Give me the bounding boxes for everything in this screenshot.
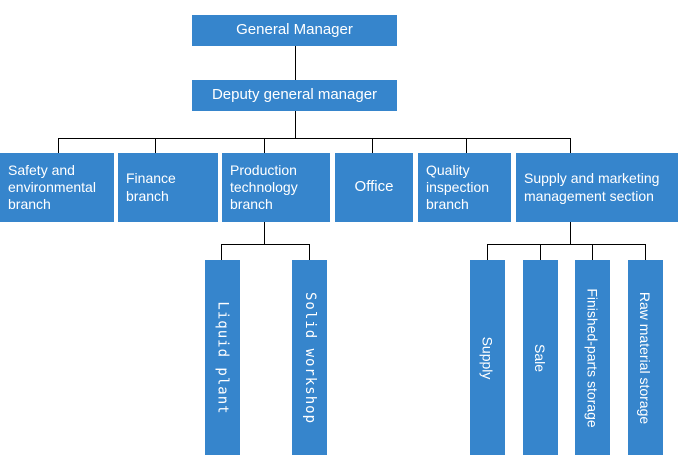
node-label: Finished-parts storage (584, 287, 601, 428)
connector-drop-raw-material-storage (645, 244, 646, 261)
node-deputy-general-manager[interactable]: Deputy general manager (192, 80, 397, 111)
node-sale[interactable]: Sale (523, 260, 558, 455)
node-finance-branch[interactable]: Finance branch (118, 153, 218, 222)
connector-drop-sale (540, 244, 541, 261)
node-label: Liquid plant (214, 300, 231, 415)
node-label: Finance branch (126, 170, 176, 204)
connector-production-bus (221, 244, 309, 245)
connector-drop-solid-workshop (309, 244, 310, 261)
connector-drop-supply (570, 138, 571, 153)
node-label: Supply (479, 336, 496, 379)
node-label: Sale (532, 343, 549, 372)
node-safety-and-environmental-branch[interactable]: Safety and environmental branch (0, 153, 114, 222)
node-label: Deputy general manager (211, 86, 378, 104)
connector-drop-safety (58, 138, 59, 153)
connector-drop-finance (155, 138, 156, 153)
node-raw-material-storage[interactable]: Raw material storage (628, 260, 663, 455)
connector-supply-stem (570, 222, 571, 244)
node-finished-parts-storage[interactable]: Finished-parts storage (575, 260, 610, 455)
node-label: Solid workshop (301, 291, 318, 424)
node-label: Quality inspection branch (426, 161, 490, 213)
node-office[interactable]: Office (335, 153, 413, 222)
connector-deputy-stem (295, 111, 296, 138)
node-label: Raw material storage (637, 291, 654, 424)
connector-drop-finished-parts-storage (592, 244, 593, 261)
node-label: General Manager (236, 21, 353, 39)
node-label: Supply and marketing management section (524, 170, 660, 204)
node-supply[interactable]: Supply (470, 260, 505, 455)
connector-supply-bus (487, 244, 646, 245)
node-label: Safety and environmental branch (8, 161, 96, 213)
node-general-manager[interactable]: General Manager (192, 15, 397, 46)
connector-production-stem (264, 222, 265, 244)
connector-drop-supply-child (487, 244, 488, 261)
node-liquid-plant[interactable]: Liquid plant (205, 260, 240, 455)
connector-drop-quality (466, 138, 467, 153)
connector-level3-bus (58, 138, 571, 139)
node-production-technology-branch[interactable]: Production technology branch (222, 153, 330, 222)
node-label: Production technology branch (230, 161, 298, 213)
node-quality-inspection-branch[interactable]: Quality inspection branch (418, 153, 511, 222)
node-label: Office (354, 178, 394, 196)
connector-gm-to-deputy (295, 46, 296, 80)
node-solid-workshop[interactable]: Solid workshop (292, 260, 327, 455)
connector-drop-production (264, 138, 265, 153)
node-supply-and-marketing-management-section[interactable]: Supply and marketing management section (516, 153, 678, 222)
connector-drop-office (372, 138, 373, 153)
connector-drop-liquid-plant (221, 244, 222, 261)
